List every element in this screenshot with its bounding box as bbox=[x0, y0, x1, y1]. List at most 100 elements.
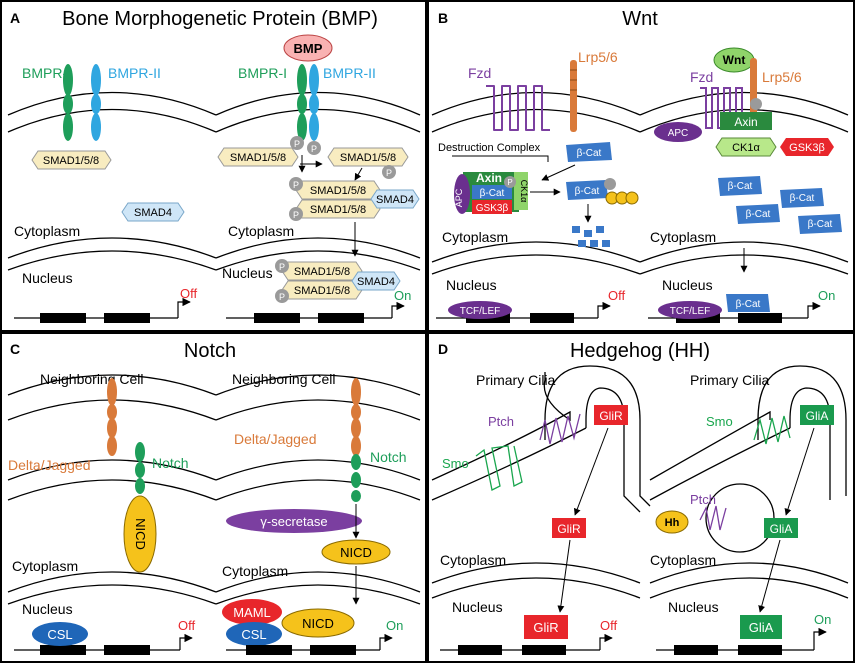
nucleus-label: Nucleus bbox=[222, 265, 273, 281]
membrane bbox=[7, 459, 217, 481]
bcat-free bbox=[718, 176, 762, 196]
transcription-arrow bbox=[391, 301, 405, 318]
gsk3b-label: GSK3β bbox=[789, 142, 825, 154]
maml bbox=[222, 599, 282, 625]
fzd-label: Fzd bbox=[468, 65, 491, 81]
bmpr1-label: BMPR-I bbox=[238, 65, 287, 81]
nicd-domain bbox=[321, 539, 391, 565]
bmpr2-receptor bbox=[91, 64, 101, 141]
membrane bbox=[215, 374, 421, 396]
gene-block bbox=[40, 645, 86, 655]
apc-blob bbox=[654, 122, 702, 142]
nucleus-label: Nucleus bbox=[662, 277, 713, 293]
gene-block bbox=[246, 645, 292, 655]
phospho-circle bbox=[290, 136, 304, 150]
csl-label: CSL bbox=[241, 627, 266, 642]
phospho-circle bbox=[382, 165, 396, 179]
bracket bbox=[452, 155, 549, 162]
glir-box bbox=[524, 615, 568, 639]
gsk3b-box bbox=[780, 138, 834, 156]
arrow bbox=[557, 539, 571, 613]
membrane-outer bbox=[431, 91, 641, 116]
axin-block bbox=[720, 112, 772, 130]
panel-c-letter: C bbox=[10, 341, 20, 357]
bcat-label: β-Cat bbox=[736, 299, 761, 310]
gene-block bbox=[104, 313, 150, 323]
membrane-outer bbox=[7, 91, 217, 116]
tcf-lef bbox=[448, 301, 512, 319]
gene-block bbox=[738, 645, 782, 655]
notch-label: Notch bbox=[152, 455, 189, 471]
cell-membrane bbox=[431, 372, 571, 481]
panel-a-letter: A bbox=[10, 10, 20, 26]
off-label: Off bbox=[608, 288, 625, 303]
ptch-label: Ptch bbox=[488, 414, 514, 429]
phospho-label: P bbox=[311, 144, 317, 154]
nuclear-envelope bbox=[215, 250, 421, 271]
transcription-arrow bbox=[379, 633, 393, 650]
gene-block bbox=[674, 645, 718, 655]
phospho-circle bbox=[275, 289, 289, 303]
off-label: Off bbox=[600, 618, 617, 633]
gsk3b-block bbox=[472, 200, 512, 214]
nucleus-label: Nucleus bbox=[668, 599, 719, 615]
transcription-arrow bbox=[813, 627, 827, 650]
cytoplasm-label: Cytoplasm bbox=[442, 229, 508, 245]
off-label: Off bbox=[180, 286, 197, 301]
glir-label: GliR bbox=[599, 409, 623, 423]
phospho-circle bbox=[504, 176, 516, 188]
ck1a-label: CK1α bbox=[519, 180, 529, 203]
panel-b-content: Fzd Lrp5/6 Destruction Complex Axin APC … bbox=[431, 47, 849, 323]
on-label: On bbox=[386, 618, 403, 633]
gene-block bbox=[104, 645, 150, 655]
delta-label: Delta/Jagged bbox=[234, 431, 317, 447]
smad4-box bbox=[121, 202, 185, 222]
bmpr2-label: BMPR-II bbox=[108, 65, 161, 81]
gene-block bbox=[458, 645, 502, 655]
bcat-block bbox=[472, 185, 512, 199]
glir-box bbox=[552, 518, 586, 538]
on-label: On bbox=[394, 288, 411, 303]
nucleus-label: Nucleus bbox=[22, 601, 73, 617]
off-label: Off bbox=[178, 618, 195, 633]
smad158-box bbox=[327, 147, 409, 167]
neighboring-cell-label: Neighboring Cell bbox=[232, 371, 336, 387]
glir-label: GliR bbox=[557, 522, 581, 536]
glia-label: GliA bbox=[806, 409, 829, 423]
notch-receptor-cleaved bbox=[351, 454, 361, 502]
membrane-outer bbox=[215, 91, 421, 116]
membrane bbox=[7, 374, 217, 396]
nuclear-envelope bbox=[639, 241, 849, 263]
panel-c-title: Notch bbox=[184, 340, 236, 362]
smad158-label: SMAD1/5/8 bbox=[310, 185, 366, 197]
nuclear-envelope bbox=[649, 562, 849, 584]
smo-label: Smo bbox=[706, 414, 733, 429]
phospho-label: P bbox=[293, 180, 299, 190]
csl bbox=[32, 622, 88, 646]
cytoplasm-label: Cytoplasm bbox=[440, 552, 506, 568]
apc-label: APC bbox=[454, 188, 464, 207]
glia-box bbox=[764, 518, 798, 538]
delta-jagged-ligand bbox=[107, 378, 117, 456]
smad158-label: SMAD1/5/8 bbox=[230, 152, 286, 164]
smad158-label: SMAD1/5/8 bbox=[294, 285, 350, 297]
nucleus-label: Nucleus bbox=[22, 270, 73, 286]
bcat-free bbox=[566, 142, 612, 162]
panel-b-title: Wnt bbox=[622, 8, 658, 30]
panel-d-content: Primary Cilia Ptch Smo GliR GliR Cytopla… bbox=[431, 365, 849, 655]
cytoplasm-label: Cytoplasm bbox=[222, 563, 288, 579]
ptch-receptor bbox=[539, 413, 581, 445]
cytoplasm-label: Cytoplasm bbox=[650, 552, 716, 568]
primary-cilia-label: Primary Cilia bbox=[476, 372, 556, 388]
degraded-bcat bbox=[572, 226, 610, 247]
tcf-label: TCF/LEF bbox=[670, 306, 711, 317]
bmp-ligand bbox=[283, 34, 333, 62]
membrane-outer bbox=[639, 91, 849, 116]
smad158-label: SMAD1/5/8 bbox=[43, 155, 99, 167]
nuclear-envelope bbox=[431, 254, 641, 275]
smad158-label: SMAD1/5/8 bbox=[294, 266, 350, 278]
membrane bbox=[215, 459, 421, 481]
cell-membrane bbox=[649, 410, 771, 481]
lrp-label: Lrp5/6 bbox=[578, 49, 618, 65]
membrane bbox=[215, 479, 421, 501]
